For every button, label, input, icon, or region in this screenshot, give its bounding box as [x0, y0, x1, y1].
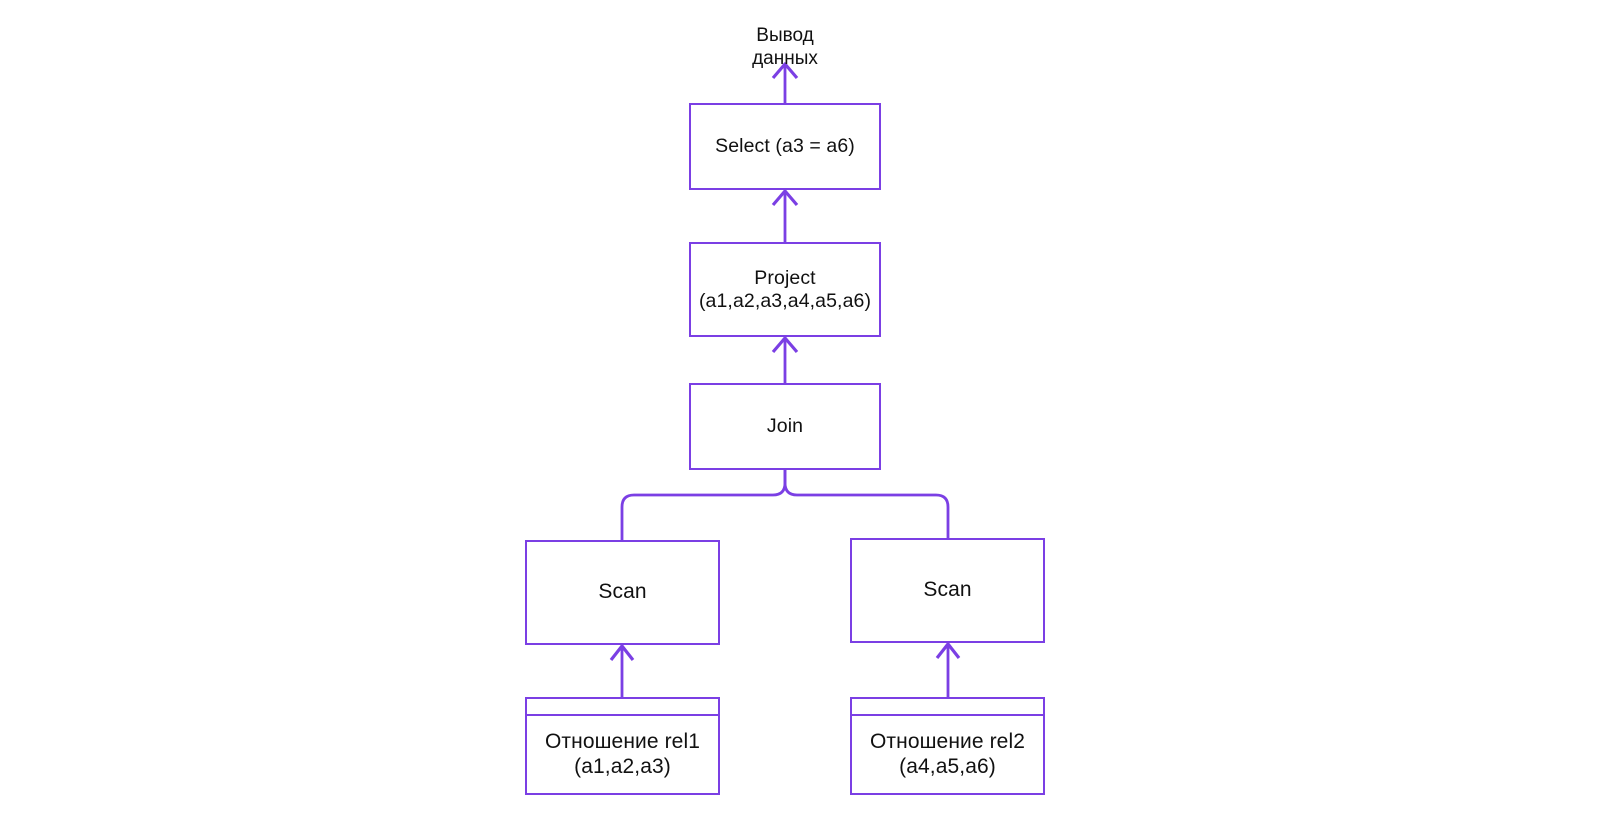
node-scan-left-label: Scan: [598, 580, 647, 604]
node-relation-rel2[interactable]: Отношение rel2 (a4,a5,a6): [850, 697, 1045, 795]
edge-rel1-to-scan-left: [609, 644, 635, 697]
edge-rel2-to-scan-right: [935, 642, 961, 697]
node-scan-right-label: Scan: [923, 578, 972, 602]
edge-join-to-project: [771, 336, 799, 383]
edge-project-to-select: [771, 189, 799, 242]
relation-body-rel2: Отношение rel2 (a4,a5,a6): [852, 716, 1043, 793]
node-relation-rel1[interactable]: Отношение rel1 (a1,a2,a3): [525, 697, 720, 795]
relation-header-band-rel2: [852, 699, 1043, 716]
relation-header-band-rel1: [527, 699, 718, 716]
node-join-label: Join: [766, 415, 804, 437]
node-project[interactable]: Project (a1,a2,a3,a4,a5,a6): [689, 242, 881, 337]
node-select-label: Select (a3 = a6): [715, 135, 855, 157]
node-project-label: Project (a1,a2,a3,a4,a5,a6): [698, 266, 872, 312]
node-relation-rel2-label: Отношение rel2 (a4,a5,a6): [869, 729, 1025, 778]
edge-join-to-scans: [620, 470, 950, 540]
node-scan-left[interactable]: Scan: [525, 540, 720, 645]
node-select[interactable]: Select (a3 = a6): [689, 103, 881, 190]
relation-body-rel1: Отношение rel1 (a1,a2,a3): [527, 716, 718, 793]
node-scan-right[interactable]: Scan: [850, 538, 1045, 643]
output-label: Вывод данных: [752, 25, 818, 69]
node-relation-rel1-label: Отношение rel1 (a1,a2,a3): [544, 729, 700, 778]
node-join[interactable]: Join: [689, 383, 881, 470]
